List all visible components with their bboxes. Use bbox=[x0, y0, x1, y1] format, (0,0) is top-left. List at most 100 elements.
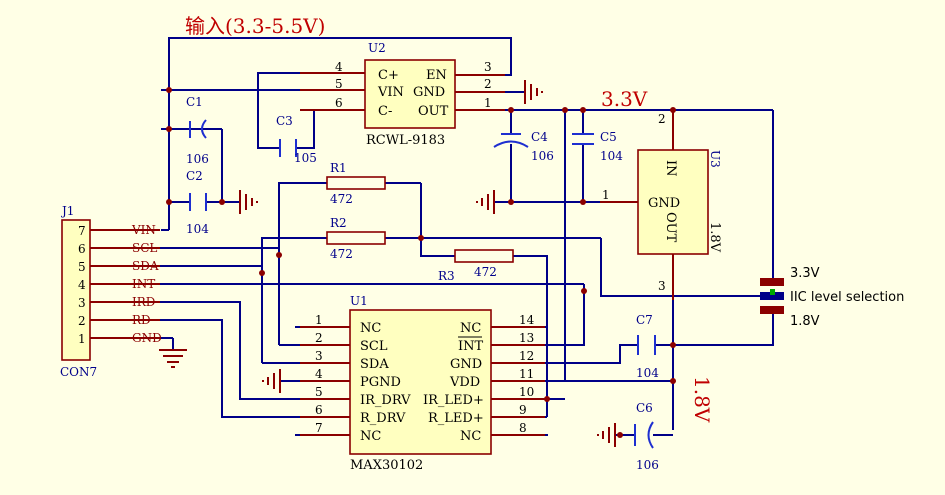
u1-pin-num: 1 bbox=[315, 313, 323, 327]
u1-name: MAX30102 bbox=[350, 458, 423, 473]
u1-pin-num: 4 bbox=[315, 367, 323, 381]
iic-option-3v3: 3.3V bbox=[790, 266, 820, 281]
u2-pin-num: 2 bbox=[484, 77, 492, 91]
c5-ref: C5 bbox=[600, 130, 617, 144]
u1-pin-num: 8 bbox=[519, 421, 527, 435]
u1-pin-name: R_LED+ bbox=[428, 411, 484, 426]
u1-pin-num: 12 bbox=[519, 349, 534, 363]
u1-pin-name: SCL bbox=[360, 339, 388, 354]
u2-pin-name: C- bbox=[378, 104, 392, 119]
j1-net-label: GND bbox=[132, 331, 162, 345]
u2-pin-num: 4 bbox=[335, 60, 343, 74]
u2-pin-name: OUT bbox=[418, 104, 449, 119]
c5-value: 104 bbox=[600, 149, 623, 163]
u1-pin-name: INT bbox=[458, 339, 484, 354]
pin-stubs bbox=[90, 72, 674, 436]
j1-body bbox=[61, 219, 91, 361]
u3-pin-gnd: GND bbox=[648, 196, 680, 211]
c4-value: 106 bbox=[531, 149, 554, 163]
u1-pin-name: IR_LED+ bbox=[423, 393, 484, 408]
c4-symbol bbox=[493, 133, 529, 148]
rail-3v3-label: 3.3V bbox=[601, 87, 648, 111]
u1-ref: U1 bbox=[350, 294, 368, 308]
c2-symbol bbox=[189, 193, 207, 211]
u1-pin-name: R_DRV bbox=[360, 411, 406, 426]
c3-symbol bbox=[279, 139, 297, 157]
j1-net-label: SCL bbox=[132, 241, 157, 255]
u1-pin-num: 5 bbox=[315, 385, 323, 399]
u2-name: RCWL-9183 bbox=[366, 133, 445, 148]
c6-ref: C6 bbox=[636, 401, 653, 415]
input-title: 输入(3.3-5.5V) bbox=[185, 14, 325, 38]
c7-symbol bbox=[637, 335, 656, 355]
j1-pin-num: 6 bbox=[78, 242, 86, 256]
iic-option-1v8: 1.8V bbox=[790, 314, 820, 329]
u2-body bbox=[364, 59, 456, 129]
u3-pin-num: 3 bbox=[658, 279, 666, 293]
u1-pin-num: 13 bbox=[519, 331, 534, 345]
u3-pin-out: OUT bbox=[663, 212, 678, 243]
j1-pin-num: 5 bbox=[78, 260, 86, 274]
ground-symbol bbox=[597, 423, 616, 447]
u1-pin-num: 3 bbox=[315, 349, 323, 363]
u1-pin-name: NC bbox=[360, 321, 381, 336]
u1-pin-num: 7 bbox=[315, 421, 323, 435]
j1-pin-num: 3 bbox=[78, 296, 86, 310]
u2-pin-num: 3 bbox=[484, 60, 492, 74]
r2-body bbox=[326, 231, 386, 245]
u2-pin-name: EN bbox=[426, 68, 447, 83]
c3-ref: C3 bbox=[276, 114, 293, 128]
u2-ref: U2 bbox=[368, 41, 386, 55]
ground-symbol bbox=[239, 190, 258, 214]
ground-symbol bbox=[159, 349, 187, 368]
c2-value: 104 bbox=[186, 222, 209, 236]
u3-pin-num: 2 bbox=[658, 112, 666, 126]
u2-pin-num: 5 bbox=[335, 77, 343, 91]
j1-net-label: RD bbox=[132, 313, 151, 327]
u1-pin-num: 9 bbox=[519, 403, 527, 417]
u1-pin-num: 11 bbox=[519, 367, 534, 381]
u1-pin-name: NC bbox=[460, 429, 481, 444]
u1-pin-num: 14 bbox=[519, 313, 535, 327]
j1-pin-num: 4 bbox=[78, 278, 86, 292]
u1-pin-name: IR_DRV bbox=[360, 393, 411, 408]
u1-pin-name: GND bbox=[450, 357, 482, 372]
rail-1v8-label: 1.8V bbox=[690, 376, 714, 423]
u1-pin-name: NC bbox=[460, 321, 481, 336]
j1-name: CON7 bbox=[60, 365, 97, 379]
u3-ref: U3 bbox=[708, 150, 722, 168]
c7-value: 104 bbox=[636, 366, 659, 380]
r1-ref: R1 bbox=[330, 161, 347, 175]
c7-ref: C7 bbox=[636, 313, 653, 327]
u1-pin-num: 6 bbox=[315, 403, 323, 417]
j1-ref: J1 bbox=[60, 204, 74, 218]
u2-pin-num: 1 bbox=[484, 96, 492, 110]
u3-pin-num: 1 bbox=[602, 188, 610, 202]
r1-body bbox=[326, 176, 386, 190]
j1-pin-num: 1 bbox=[78, 332, 86, 346]
u2-pin-name: VIN bbox=[377, 85, 404, 100]
u1-pin-name: NC bbox=[360, 429, 381, 444]
c5-symbol bbox=[572, 133, 594, 145]
u1-pin-num: 2 bbox=[315, 331, 323, 345]
r3-body bbox=[454, 249, 514, 263]
r2-value: 472 bbox=[330, 247, 353, 261]
c1-value: 106 bbox=[186, 152, 209, 166]
r3-ref: R3 bbox=[438, 269, 455, 283]
iic-jumper bbox=[760, 278, 784, 314]
j1-pin-num: 2 bbox=[78, 314, 86, 328]
u3-pin-in: IN bbox=[663, 160, 678, 177]
c2-ref: C2 bbox=[186, 169, 203, 183]
j1-net-label: IRD bbox=[132, 295, 155, 309]
r1-value: 472 bbox=[330, 192, 353, 206]
j1-net-label: INT bbox=[132, 277, 155, 291]
c3-value: 105 bbox=[294, 151, 317, 165]
u1-pin-name: PGND bbox=[360, 375, 401, 390]
u3-body bbox=[637, 149, 709, 255]
u3-value: 1.8V bbox=[707, 222, 722, 253]
j1-pin-num: 7 bbox=[78, 224, 86, 238]
u2-pin-name: C+ bbox=[378, 68, 399, 83]
ground-symbol bbox=[262, 369, 281, 393]
junctions bbox=[166, 87, 676, 438]
